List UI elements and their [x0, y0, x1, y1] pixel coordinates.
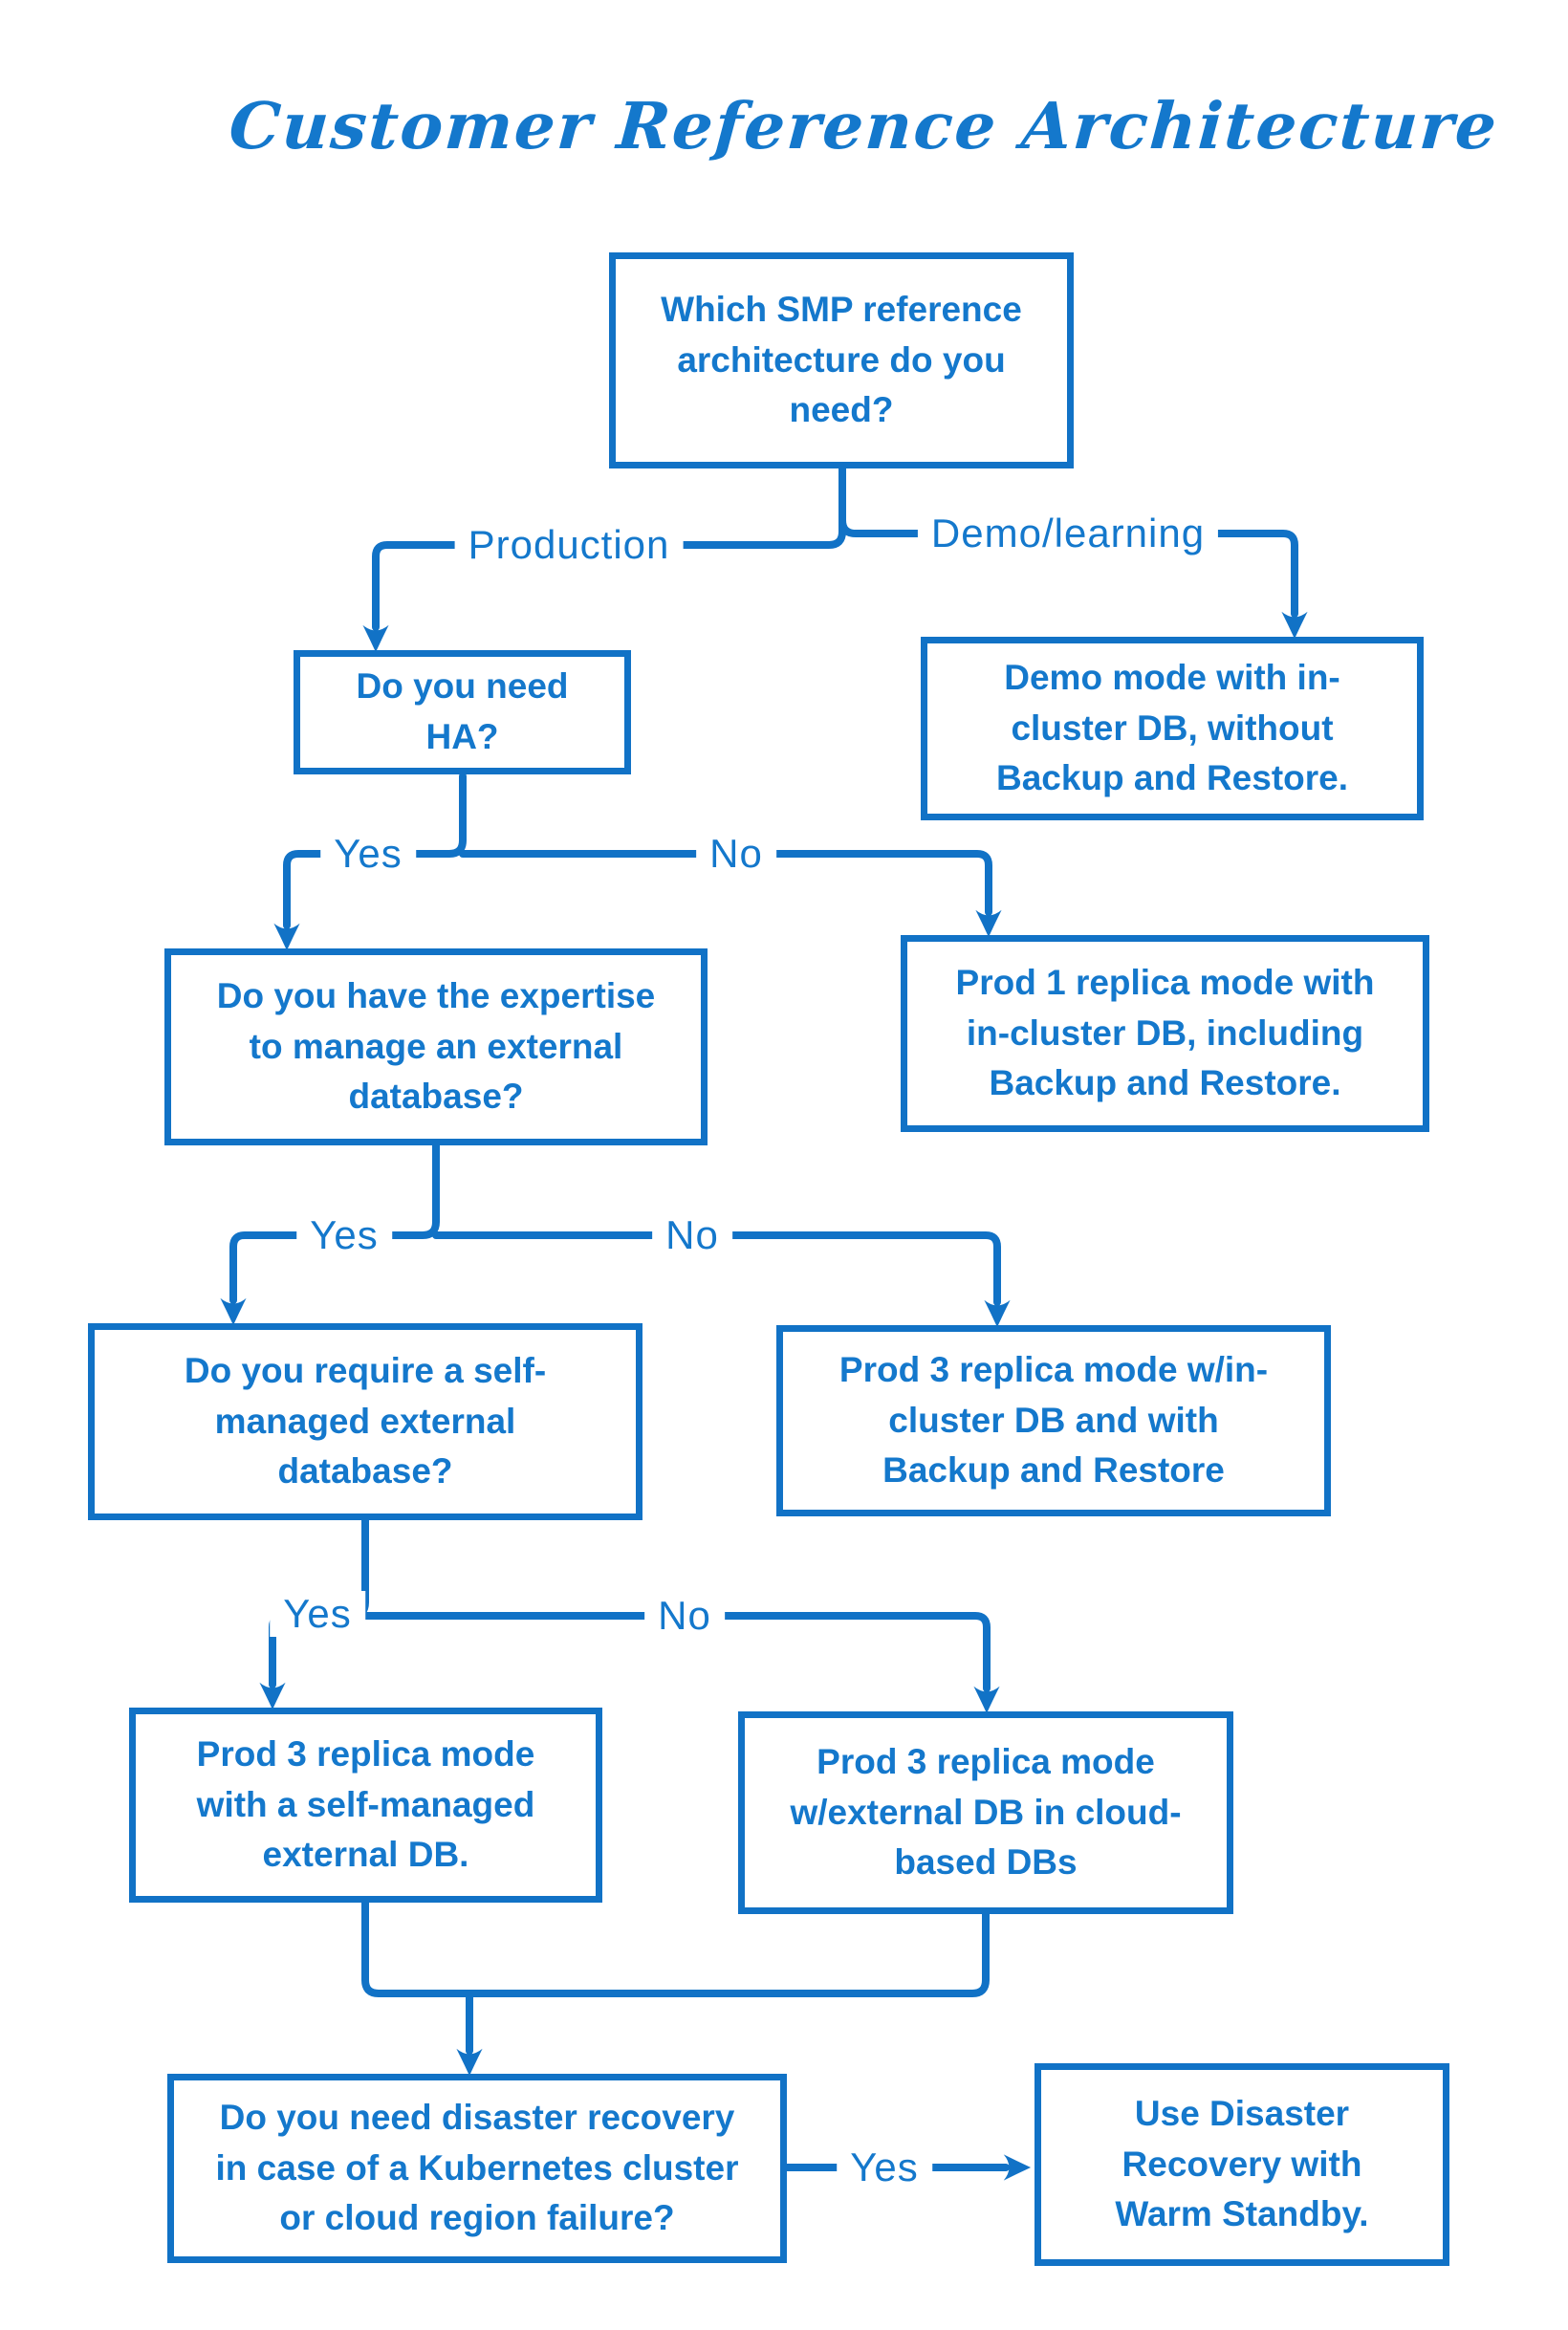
edge-label-self-no: No	[644, 1593, 725, 1639]
node-root-question: Which SMP reference architecture do you …	[609, 252, 1074, 468]
edge-label-dr-yes: Yes	[837, 2145, 932, 2190]
connector-merge-prod3	[361, 1899, 990, 1997]
node-ha-question: Do you need HA?	[294, 650, 631, 774]
node-warm-standby-result: Use Disaster Recovery with Warm Standby.	[1034, 2063, 1449, 2266]
node-prod3-selfmanaged-result: Prod 3 replica mode with a self-managed …	[129, 1708, 602, 1903]
edge-label-expertise-yes: Yes	[296, 1212, 392, 1258]
node-prod1-result: Prod 1 replica mode with in-cluster DB, …	[901, 935, 1429, 1132]
edge-label-self-yes: Yes	[270, 1591, 365, 1637]
edge-label-ha-yes: Yes	[320, 831, 416, 877]
edge-label-demo-learning: Demo/learning	[917, 511, 1219, 556]
node-disaster-recovery-question: Do you need disaster recovery in case of…	[167, 2074, 787, 2263]
connector-expertise-no-to-prod3in	[432, 1231, 1011, 1328]
node-demo-result: Demo mode with in- cluster DB, without B…	[921, 637, 1424, 820]
connector-selfq-no-to-prod3cloud	[361, 1612, 1000, 1714]
node-self-managed-question: Do you require a self- managed external …	[88, 1323, 642, 1520]
edge-label-production: Production	[454, 522, 684, 568]
edge-label-ha-no: No	[696, 831, 776, 877]
connector-ha-no-to-prod1	[459, 850, 1002, 938]
node-prod3-incluster-result: Prod 3 replica mode w/in- cluster DB and…	[776, 1325, 1331, 1516]
edge-label-expertise-no: No	[652, 1212, 732, 1258]
node-expertise-question: Do you have the expertise to manage an e…	[164, 948, 708, 1145]
node-prod3-cloud-result: Prod 3 replica mode w/external DB in clo…	[738, 1711, 1233, 1914]
